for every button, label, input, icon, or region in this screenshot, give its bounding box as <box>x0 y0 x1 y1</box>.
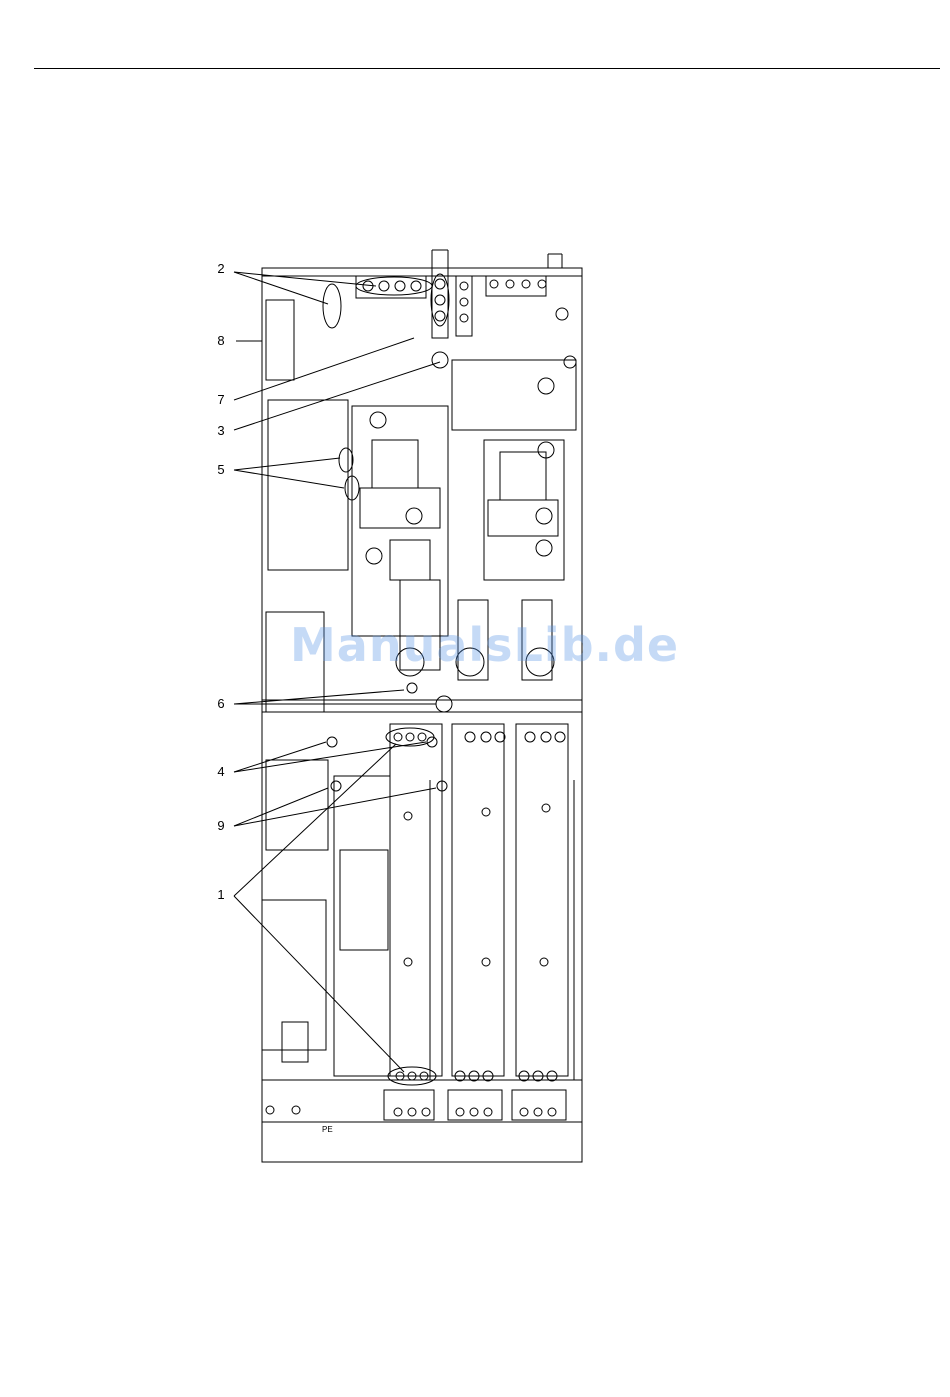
callout-4: 4 <box>211 765 231 779</box>
terminal-block <box>282 1022 308 1062</box>
module-label-left <box>372 440 418 488</box>
callout-8: 8 <box>211 334 231 348</box>
module-label-right <box>500 452 546 500</box>
ground-label: PE <box>322 1125 333 1134</box>
left-upper-box <box>268 400 348 570</box>
lower-busbar-3 <box>516 724 568 1076</box>
left-fan <box>266 300 294 380</box>
left-lower-card <box>262 900 326 1050</box>
top-right-terminals <box>486 276 546 296</box>
callout-7: 7 <box>211 393 231 407</box>
cabinet-outline <box>262 268 582 1162</box>
bottom-plate <box>262 1080 582 1162</box>
watermark: ManualsLib.de <box>290 618 670 672</box>
callout-5: 5 <box>211 463 231 477</box>
callout-9: 9 <box>211 819 231 833</box>
callout-2: 2 <box>211 262 231 276</box>
power-module-right <box>484 440 564 580</box>
lower-busbar-2 <box>452 724 504 1076</box>
lower-busbar-1 <box>390 724 442 1076</box>
callout-1: 1 <box>211 888 231 902</box>
callout-3: 3 <box>211 424 231 438</box>
callout-6: 6 <box>211 697 231 711</box>
